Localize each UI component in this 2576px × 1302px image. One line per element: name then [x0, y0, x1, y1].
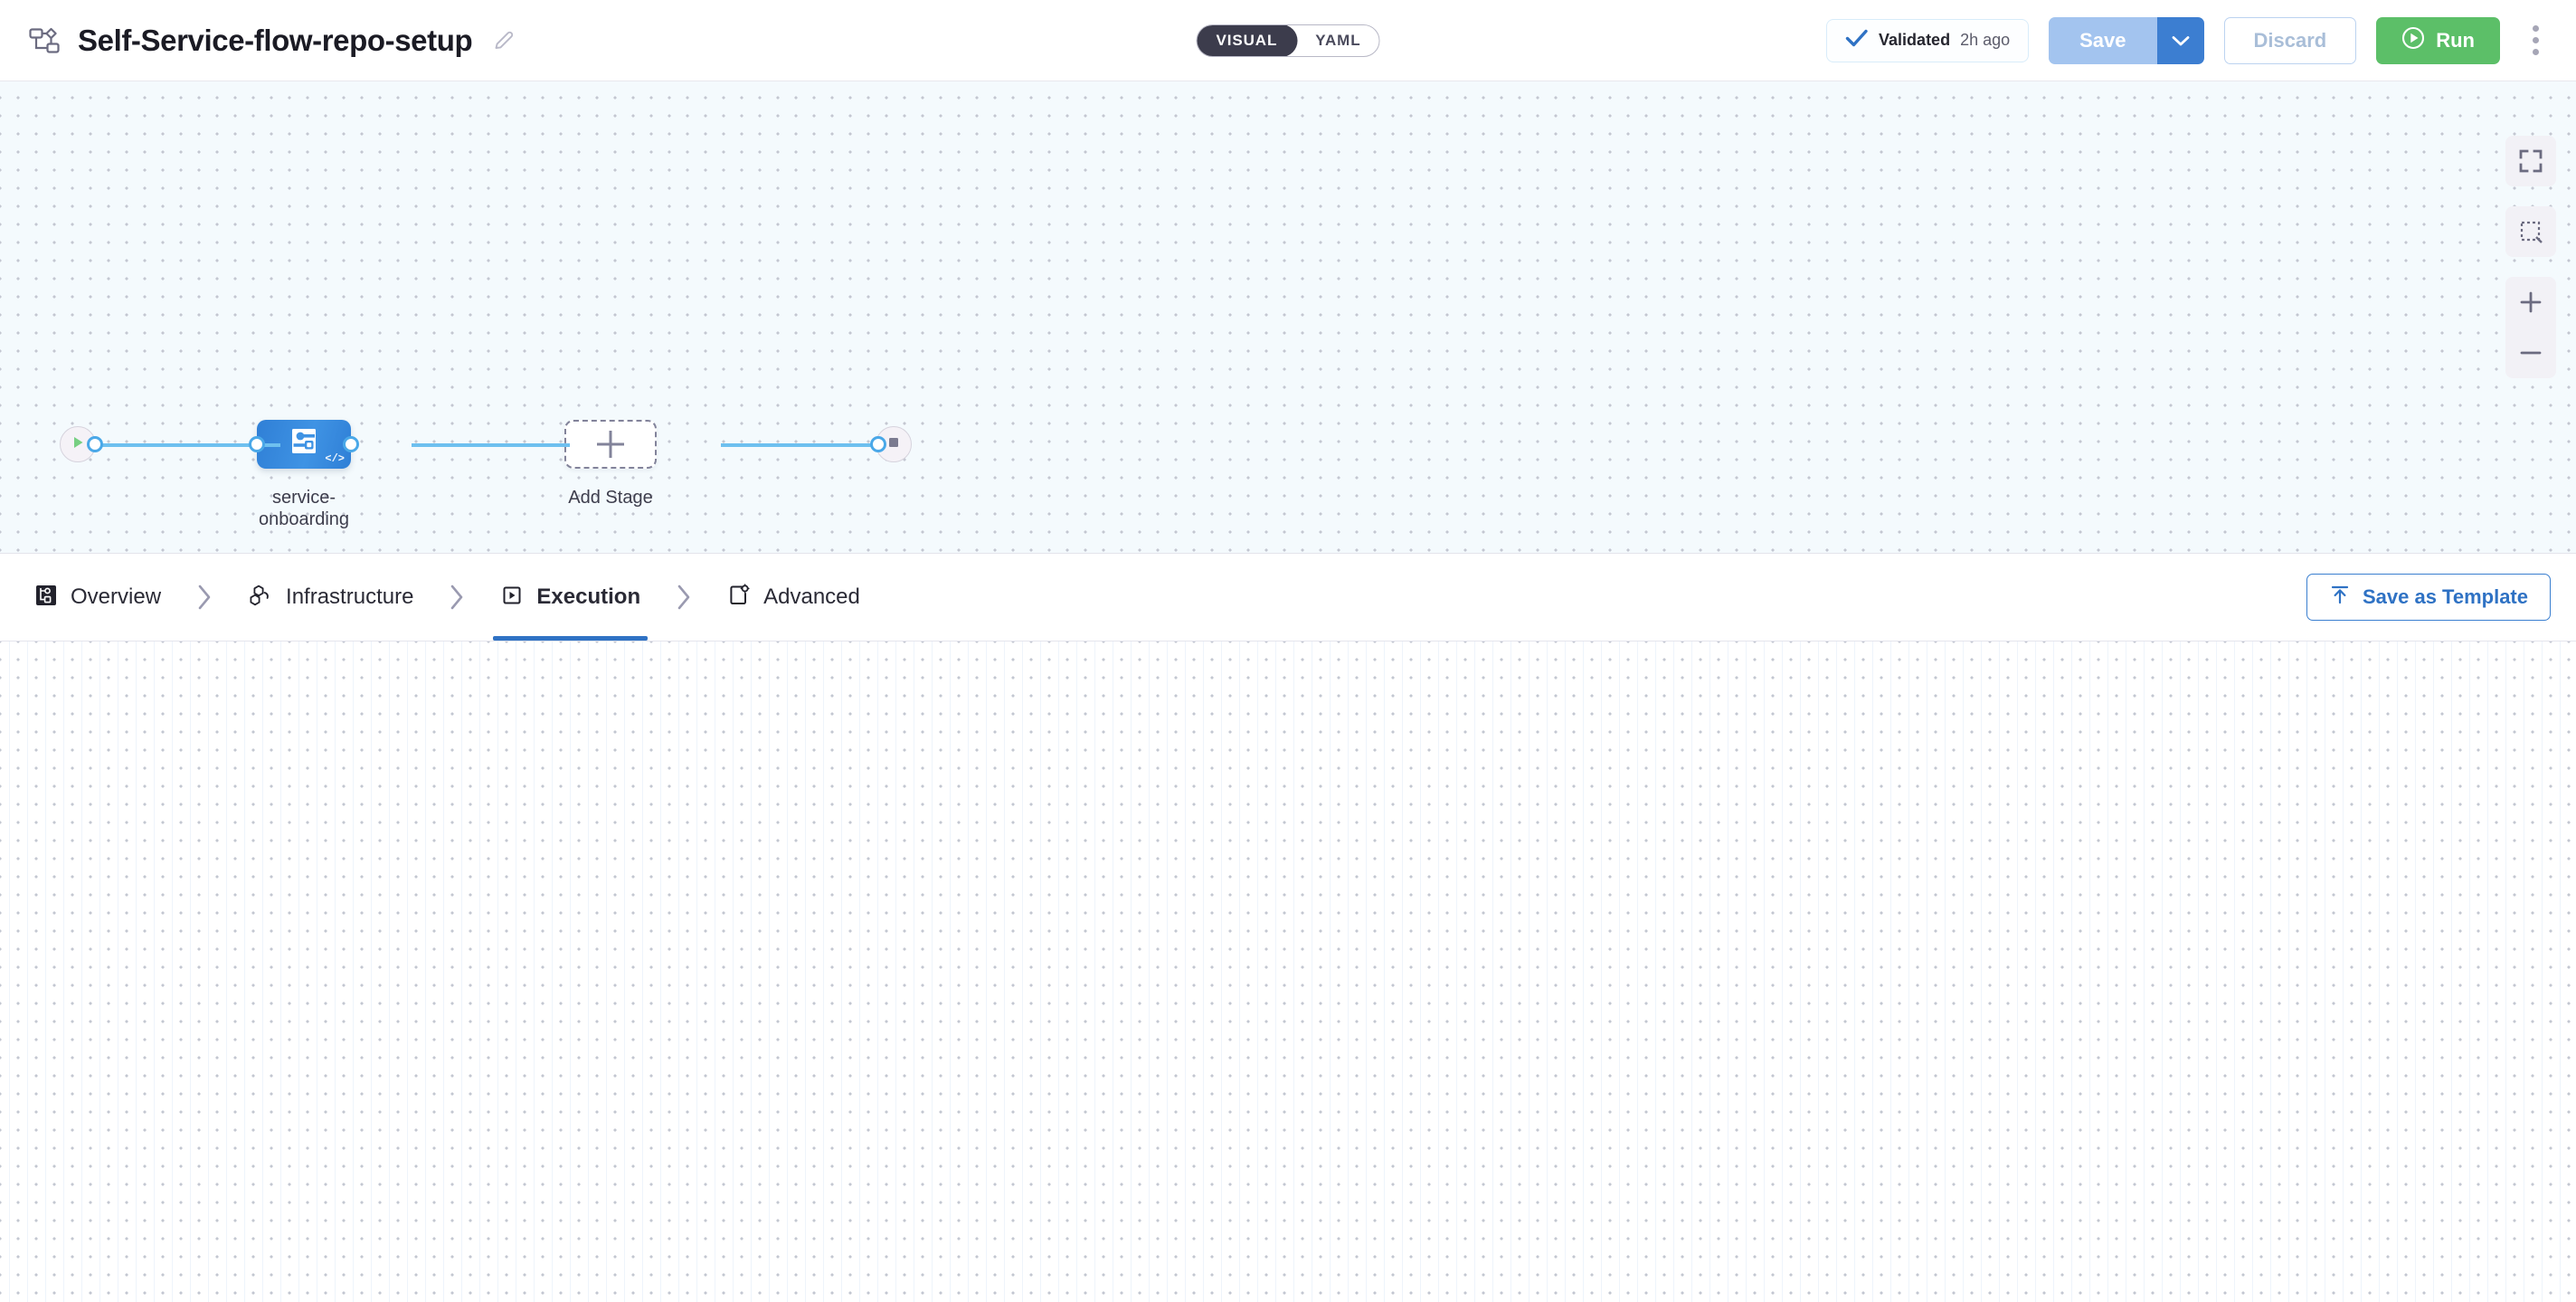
stage-connector-2 [412, 443, 570, 447]
tab-overview-label: Overview [71, 584, 162, 609]
code-badge: </> [325, 452, 345, 465]
tab-visual[interactable]: VISUAL [1197, 24, 1298, 56]
check-icon [1845, 28, 1869, 52]
play-circle-icon [2401, 26, 2425, 55]
overview-icon [34, 584, 58, 612]
stage-connector-3 [721, 443, 879, 447]
tab-infrastructure-label: Infrastructure [286, 584, 414, 609]
infrastructure-icon [248, 584, 273, 612]
selection-box-button[interactable] [2505, 206, 2556, 257]
fit-screen-button[interactable] [2505, 136, 2556, 186]
pipeline-flow-icon [27, 24, 62, 58]
add-stage-label: Add Stage [568, 488, 653, 508]
section-tabbar: Overview Infrastructure [0, 554, 2576, 641]
tab-execution[interactable]: Execution [493, 554, 648, 641]
stage-node-label: service- onboarding [258, 488, 350, 530]
tabs: Overview Infrastructure [27, 554, 867, 641]
stage-connector-1 [99, 443, 280, 447]
stage-input-port[interactable] [249, 436, 265, 452]
chevron-down-icon [2172, 35, 2189, 45]
validated-timestamp: 2h ago [1960, 31, 2011, 49]
tab-execution-label: Execution [536, 584, 641, 609]
chevron-right-icon [421, 583, 493, 612]
execution-icon [500, 584, 524, 612]
pencil-icon[interactable] [488, 25, 519, 56]
kebab-menu-icon[interactable] [2520, 17, 2551, 64]
advanced-icon [727, 583, 751, 612]
zoom-controls [2505, 277, 2556, 378]
end-node[interactable] [870, 426, 912, 462]
save-as-template-label: Save as Template [2362, 585, 2528, 608]
marquee-select-icon [2520, 221, 2543, 243]
save-as-template-button[interactable]: Save as Template [2306, 574, 2551, 621]
plus-icon [2520, 291, 2542, 313]
tab-yaml[interactable]: YAML [1315, 31, 1361, 49]
start-node-port[interactable] [87, 436, 103, 452]
deployment-stage-icon [287, 426, 321, 463]
save-button-group: Save [2049, 16, 2204, 64]
page-title: Self-Service-flow-repo-setup [78, 23, 473, 57]
run-label: Run [2436, 28, 2475, 52]
tab-advanced[interactable]: Advanced [720, 554, 867, 641]
save-button[interactable]: Save [2049, 16, 2157, 64]
canvas-controls [2505, 136, 2556, 378]
view-mode-toggle[interactable]: VISUAL YAML [1196, 24, 1380, 57]
add-stage-button[interactable]: Add Stage [564, 420, 657, 508]
play-icon [70, 434, 86, 455]
upload-template-icon [2329, 584, 2351, 611]
save-dropdown-button[interactable] [2156, 16, 2204, 64]
validated-label: Validated [1879, 31, 1951, 49]
plus-icon [597, 431, 624, 458]
chevron-right-icon [648, 583, 720, 612]
header-left: Self-Service-flow-repo-setup [27, 24, 519, 58]
tab-infrastructure[interactable]: Infrastructure [241, 554, 421, 641]
run-button[interactable]: Run [2376, 16, 2500, 64]
zoom-out-button[interactable] [2505, 328, 2556, 378]
fit-screen-icon [2519, 149, 2543, 173]
tab-advanced-label: Advanced [763, 584, 860, 609]
minus-icon [2520, 351, 2542, 355]
header-actions: Validated 2h ago Save Discard [1826, 16, 2551, 64]
app-header: Self-Service-flow-repo-setup VISUAL YAML [0, 0, 2576, 81]
stage-output-port[interactable] [343, 436, 359, 452]
zoom-in-button[interactable] [2505, 277, 2556, 328]
steps-canvas[interactable]: </> CookieCutter </> [0, 641, 2576, 1302]
tab-overview[interactable]: Overview [27, 554, 168, 641]
stage-canvas[interactable]: </> service- onboarding Add Stage [0, 81, 2576, 554]
end-node-port[interactable] [870, 436, 886, 452]
status-badge: Validated 2h ago [1826, 18, 2030, 62]
start-node[interactable] [60, 426, 103, 462]
chevron-right-icon [168, 583, 241, 612]
stop-square-icon [886, 434, 902, 455]
discard-button[interactable]: Discard [2223, 16, 2357, 64]
